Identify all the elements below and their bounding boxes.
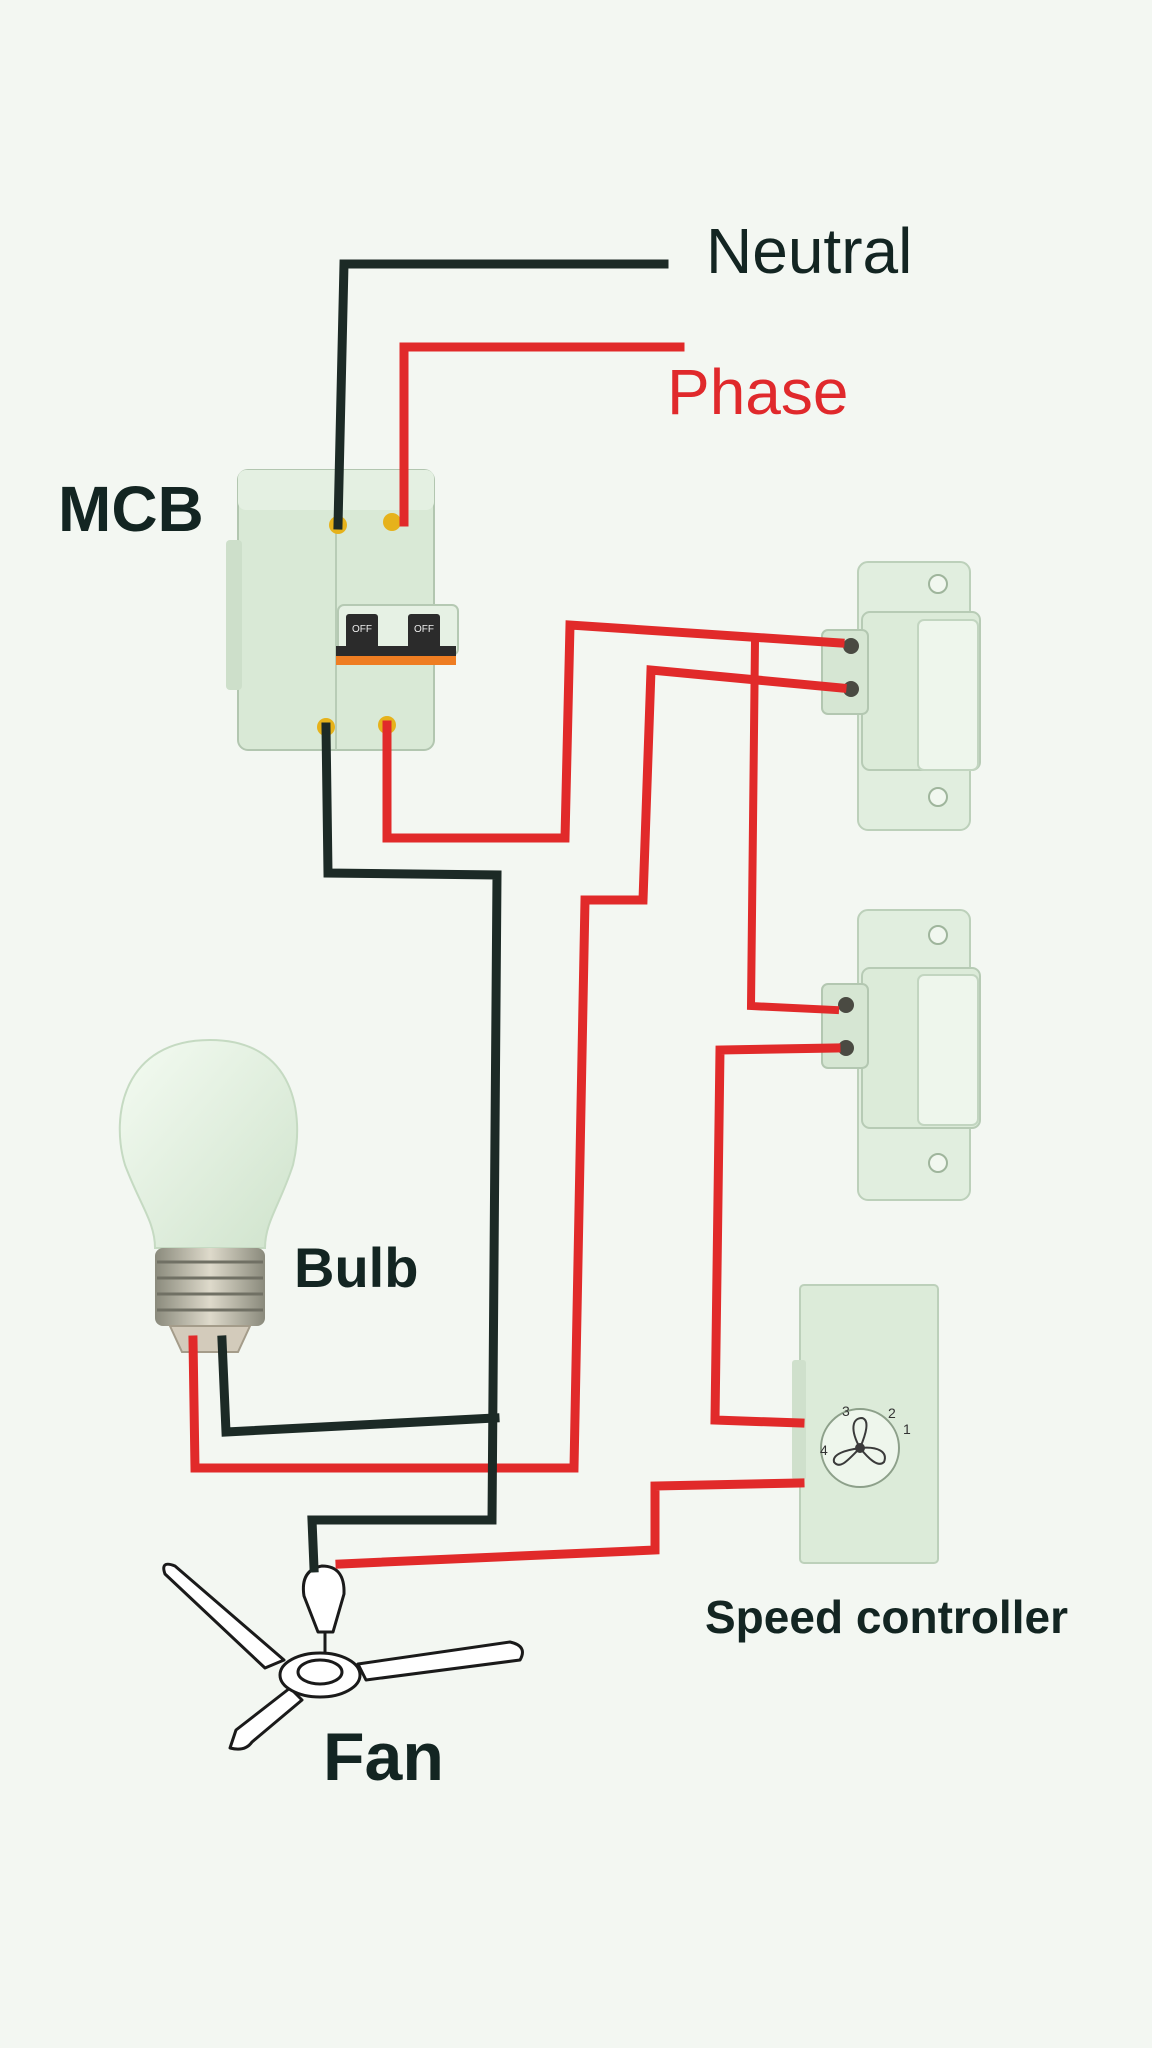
speed-controller-label: Speed controller <box>705 1591 1068 1643</box>
neutral-supply-wire <box>333 259 669 530</box>
switch1-bulb-wire <box>188 665 847 1473</box>
mcb-off-right: OFF <box>414 624 434 635</box>
neutral-out-wire <box>307 722 502 1573</box>
regulator-digit-4: 4 <box>820 1442 828 1458</box>
wiring <box>188 259 847 1573</box>
regulator-fan-wire <box>335 1478 805 1569</box>
neutral-label: Neutral <box>706 215 913 287</box>
speed-controller: 1 2 3 4 <box>792 1284 939 1564</box>
regulator-digit-3: 3 <box>842 1403 850 1419</box>
switch2-regulator-wire <box>710 1043 841 1428</box>
mcb-label: MCB <box>58 473 204 545</box>
mcb-off-left: OFF <box>352 624 372 635</box>
switch-1 <box>821 561 981 831</box>
phase-label: Phase <box>667 356 849 428</box>
switch-2 <box>821 909 981 1201</box>
phase-supply-wire <box>399 342 685 527</box>
fan-label: Fan <box>323 1719 444 1795</box>
bulb-image <box>118 1038 299 1353</box>
fan-image <box>162 1562 524 1751</box>
phase-feed-wire <box>382 620 845 843</box>
regulator-digit-2: 2 <box>888 1405 896 1421</box>
mcb-breaker: OFF OFF <box>226 469 459 751</box>
bulb-label: Bulb <box>294 1236 419 1299</box>
bulb-neutral-wire <box>217 1335 500 1437</box>
switch-link-wire <box>746 635 840 1015</box>
regulator-digit-1: 1 <box>903 1421 911 1437</box>
